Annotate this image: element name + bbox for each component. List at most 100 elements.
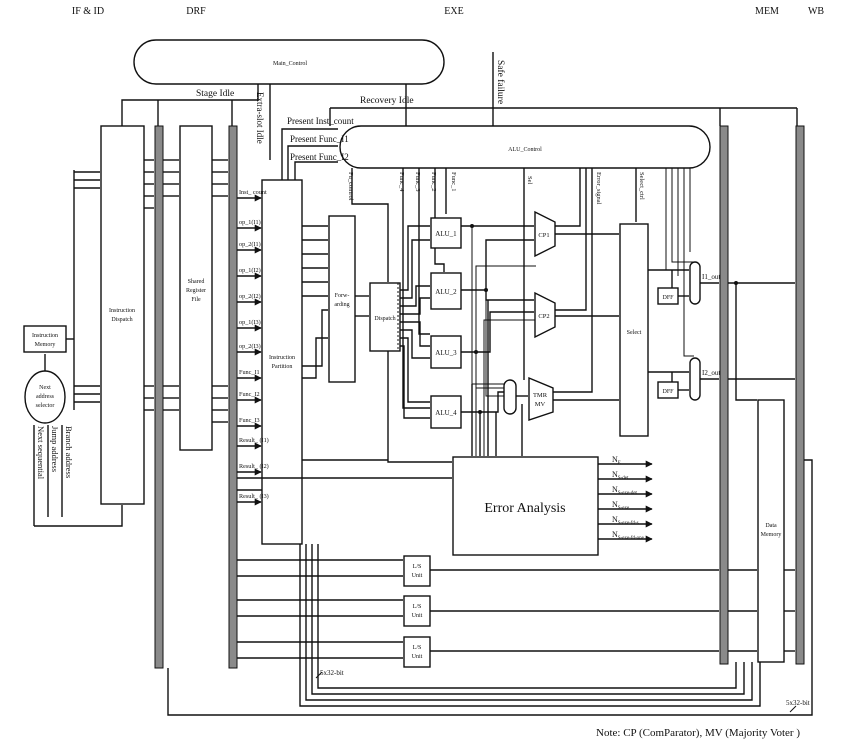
alu4-out bbox=[461, 391, 504, 413]
shared-register-file-block bbox=[179, 125, 213, 451]
dispatch-to-ifid-arrows bbox=[144, 159, 154, 411]
partition-input-label: op_1(I2) bbox=[239, 267, 261, 274]
error-signal-label: Error_signal bbox=[595, 172, 602, 205]
sel-label: Sel bbox=[526, 176, 533, 185]
select-ctrl-label: Select_ctrl bbox=[638, 172, 645, 200]
stage-label-wb: WB bbox=[808, 6, 824, 17]
next-address-label-3: selector bbox=[36, 403, 55, 409]
shared-register-file-label-1: Shared bbox=[188, 279, 205, 285]
writeback-feedback-bus bbox=[167, 459, 813, 716]
func-4-line bbox=[402, 168, 430, 409]
func-3-line bbox=[418, 168, 430, 335]
safe-failure-label: Safe failure bbox=[495, 60, 506, 104]
alu2-block bbox=[430, 272, 462, 310]
present-func-i1-label: Present Func_I1 bbox=[290, 134, 349, 144]
recovery-idle-label: Recovery Idle bbox=[360, 96, 414, 106]
partition-input-label: Result_ (I3) bbox=[239, 493, 269, 500]
pipeline-register-mem bbox=[795, 125, 805, 665]
ls-unit-1-label-2: Unit bbox=[412, 573, 423, 579]
alu4-block bbox=[430, 395, 462, 429]
ifid-to-regfile-arrows bbox=[163, 159, 228, 423]
dff2-label: DFF bbox=[662, 389, 674, 395]
alu3-label: ALU_3 bbox=[435, 349, 457, 357]
cp1-error-signal bbox=[555, 168, 581, 227]
tmr-label-1: TMR bbox=[533, 392, 548, 399]
alu2-label: ALU_2 bbox=[435, 288, 457, 296]
ls-to-exe-arrows bbox=[430, 569, 795, 652]
dff1-label: DFF bbox=[662, 295, 674, 301]
main-control-block bbox=[133, 39, 445, 85]
output-gate-2 bbox=[689, 357, 701, 401]
select-label: Select bbox=[627, 330, 642, 336]
tmr-mv-block bbox=[528, 376, 554, 421]
note-text: Note: CP (ComParator), MV (Majority Vote… bbox=[596, 727, 800, 739]
func-2-label: Func_2 bbox=[430, 172, 437, 192]
bus-width-label: 5x32-bit bbox=[320, 669, 344, 677]
instruction-partition-block bbox=[261, 179, 303, 545]
ls-unit-3-label-1: L/S bbox=[413, 645, 422, 651]
error-analysis-label: Error Analysis bbox=[484, 501, 565, 516]
alu-control-label: ALU_Control bbox=[508, 147, 542, 153]
partition-input-label: op_1(I1) bbox=[239, 219, 261, 226]
shared-register-file-label-3: File bbox=[191, 297, 201, 303]
main-control-label: Main_Control bbox=[273, 61, 307, 67]
instruction-dispatch-block bbox=[100, 125, 145, 505]
ls-unit-2-label-1: L/S bbox=[413, 604, 422, 610]
alu4-label: ALU_4 bbox=[435, 409, 457, 417]
present-inst-count-label: Present Inst_count bbox=[287, 116, 354, 126]
ls-unit-3-label-2: Unit bbox=[412, 654, 423, 660]
cp2-comparator bbox=[534, 291, 556, 339]
alu1-label: ALU_1 bbox=[435, 230, 457, 238]
instruction-memory-label-2: Memory bbox=[35, 342, 56, 348]
alu3-block bbox=[430, 335, 462, 369]
func-1-label: Func_1 bbox=[450, 172, 457, 192]
stage-idle-line bbox=[121, 84, 259, 126]
next-address-label-1: Next bbox=[39, 385, 51, 391]
alu2-out-to-cp2 bbox=[485, 290, 534, 301]
stage-label-drf: DRF bbox=[186, 6, 206, 17]
error-output-label: NE bbox=[612, 455, 621, 466]
cp1-comparator bbox=[534, 210, 556, 258]
sequential-feedback bbox=[34, 505, 123, 527]
func-2-line bbox=[434, 168, 445, 272]
present-func-i1-line bbox=[287, 145, 338, 180]
pipeline-register-ifid bbox=[154, 125, 164, 669]
partition-input-label: op_2(I2) bbox=[239, 293, 261, 300]
error-output-label: NS-det bbox=[612, 470, 629, 481]
stage-label-exe: EXE bbox=[444, 6, 463, 17]
partition-input-label: Inst_ count bbox=[239, 189, 267, 196]
dispatch-to-alu-arrows bbox=[400, 225, 430, 419]
forwarding-label-2: arding bbox=[334, 302, 349, 308]
alu-control-to-gates bbox=[665, 168, 694, 357]
error-analysis-block bbox=[452, 456, 599, 556]
instruction-memory-block bbox=[23, 325, 67, 353]
pipeline-register-drf bbox=[228, 125, 238, 669]
imem-to-dispatch-arrows bbox=[74, 171, 100, 403]
error-output-label: NS-exe-fd-one bbox=[612, 530, 645, 541]
partition-input-label: Result_ (I2) bbox=[239, 463, 269, 470]
alu3-to-mv bbox=[475, 352, 504, 389]
fu-control-label: Fu_control bbox=[347, 172, 354, 201]
partition-input-label: op_2(I3) bbox=[239, 343, 261, 350]
ls-unit-1-label-1: L/S bbox=[413, 564, 422, 570]
ls-unit-2 bbox=[403, 595, 431, 627]
stage-idle-label: Stage Idle bbox=[196, 89, 234, 99]
i2-out-label: I2_out bbox=[702, 369, 720, 377]
partition-input-label: op_1(I3) bbox=[239, 319, 261, 326]
i1-out-label: I1_out bbox=[702, 273, 720, 281]
instruction-dispatch-label-1: Instruction bbox=[109, 308, 135, 314]
next-sequential-label: Next sequential bbox=[36, 426, 46, 480]
ls-unit-3 bbox=[403, 636, 431, 668]
alu2-to-mv bbox=[485, 300, 504, 397]
alu-to-error-analysis-lines bbox=[387, 265, 536, 463]
alu1-block bbox=[430, 217, 462, 249]
alu2-out-to-cp1 bbox=[461, 239, 534, 291]
data-memory-label-1: Data bbox=[765, 523, 777, 529]
partition-input-label: op_2(I1) bbox=[239, 241, 261, 248]
dispatch-block bbox=[369, 282, 401, 352]
extra-slot-idle-label: Extra-slot Idle bbox=[255, 92, 265, 144]
select-block bbox=[619, 223, 649, 437]
alu-control-block bbox=[339, 125, 711, 169]
jump-address-label: Jump address bbox=[50, 426, 60, 472]
cp2-label: CP2 bbox=[538, 313, 549, 320]
